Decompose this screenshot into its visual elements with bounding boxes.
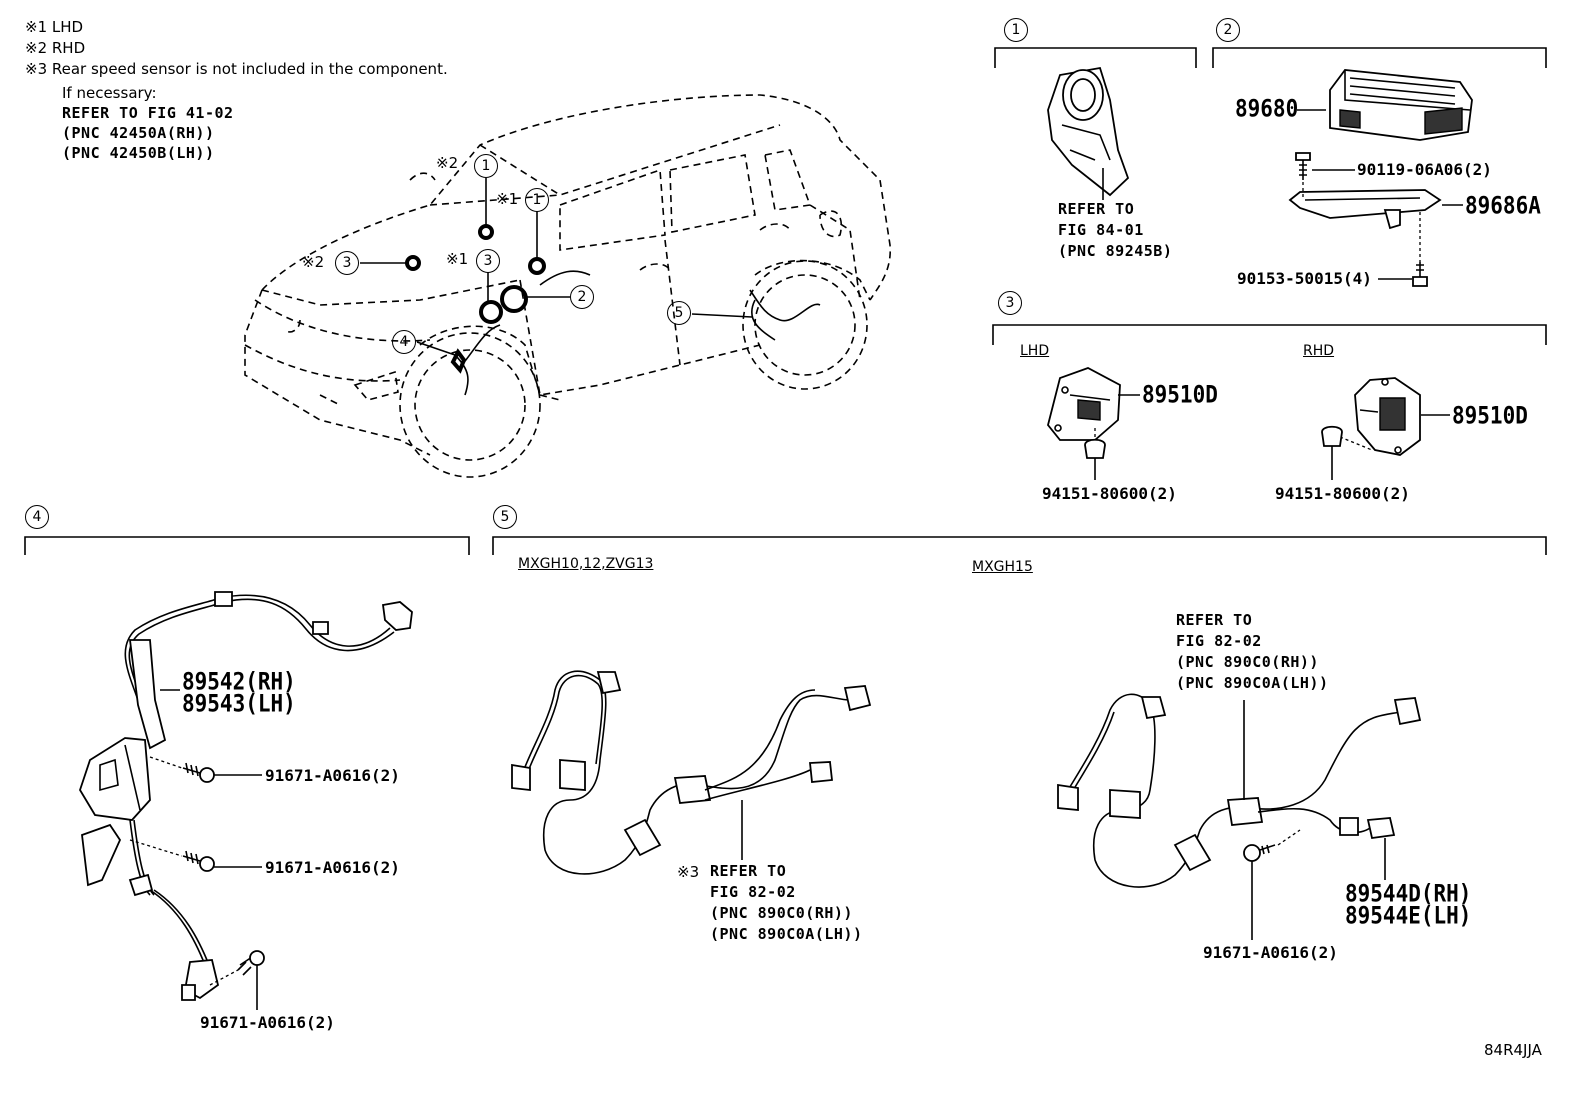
note-pnc-rh: (PNC 42450A(RH)) bbox=[62, 124, 215, 142]
mark-lhd: ※1 bbox=[496, 190, 519, 208]
panel2-ecu bbox=[1288, 69, 1473, 287]
mark-rhd-3: ※2 bbox=[302, 253, 325, 271]
p1-refer: REFER TO bbox=[1058, 200, 1135, 218]
p5a-pnc-lh: (PNC 890C0A(LH)) bbox=[710, 925, 863, 943]
p2-screw-part-number: 90153-50015(4) bbox=[1237, 269, 1372, 288]
p3-nut-rhd-part-number: 94151-80600(2) bbox=[1275, 484, 1410, 503]
p3-nut-lhd-part-number: 94151-80600(2) bbox=[1042, 484, 1177, 503]
p4-sensor-rh-part-number: 89542(RH) bbox=[182, 667, 296, 696]
callout-5: 5 bbox=[667, 301, 691, 325]
p5b-fig: FIG 82-02 bbox=[1176, 632, 1262, 650]
p2-bracket-part-number: 89686A bbox=[1465, 191, 1541, 220]
panel-brackets bbox=[24, 47, 1547, 555]
panel3-sensors bbox=[1047, 367, 1450, 480]
p1-fig: FIG 84-01 bbox=[1058, 221, 1144, 239]
panel-1-header: 1 bbox=[1004, 18, 1028, 42]
panel-2-header: 2 bbox=[1216, 18, 1240, 42]
p5-model-a-label: MXGH10,12,ZVG13 bbox=[518, 556, 654, 572]
p5b-pnc-lh: (PNC 890C0A(LH)) bbox=[1176, 674, 1329, 692]
p4-bolt-b-part-number: 91671-A0616(2) bbox=[265, 858, 400, 877]
mark-lhd-3: ※1 bbox=[446, 250, 469, 268]
note-if-necessary: If necessary: bbox=[62, 84, 157, 102]
callout-1-rhd: 1 bbox=[474, 154, 498, 178]
p4-bolt-c-part-number: 91671-A0616(2) bbox=[200, 1013, 335, 1032]
p5-mark-rear-sensor: ※3 bbox=[677, 863, 700, 881]
note-rhd: ※2 RHD bbox=[25, 39, 86, 57]
p5-sensor-rh-part-number: 89544D(RH) bbox=[1345, 879, 1472, 908]
callout-4: 4 bbox=[392, 330, 416, 354]
p3-sensor-lhd-part-number: 89510D bbox=[1142, 380, 1218, 409]
note-pnc-lh: (PNC 42450B(LH)) bbox=[62, 144, 215, 162]
p2-bolt-part-number: 90119-06A06(2) bbox=[1357, 160, 1492, 179]
vehicle-illustration bbox=[244, 94, 891, 478]
panel-4-header: 4 bbox=[25, 505, 49, 529]
callout-2: 2 bbox=[570, 285, 594, 309]
p5a-pnc-rh: (PNC 890C0(RH)) bbox=[710, 904, 853, 922]
panel5a-rear-harness bbox=[511, 670, 872, 875]
p5b-refer: REFER TO bbox=[1176, 611, 1253, 629]
panel5b-rear-harness bbox=[1057, 693, 1422, 940]
p5-model-b-label: MXGH15 bbox=[972, 559, 1033, 575]
p5a-fig: FIG 82-02 bbox=[710, 883, 796, 901]
callout-1-lhd: 1 bbox=[525, 188, 549, 212]
mark-rhd: ※2 bbox=[436, 154, 459, 172]
p3-lhd-label: LHD bbox=[1020, 343, 1050, 359]
panel4-front-sensor-harness bbox=[79, 591, 413, 1010]
p5-sensor-lh-part-number: 89544E(LH) bbox=[1345, 901, 1472, 930]
note-lhd: ※1 LHD bbox=[25, 18, 84, 36]
panel-3-header: 3 bbox=[998, 291, 1022, 315]
p5a-refer: REFER TO bbox=[710, 862, 787, 880]
p4-bolt-a-part-number: 91671-A0616(2) bbox=[265, 766, 400, 785]
p2-ecu-part-number: 89680 bbox=[1235, 94, 1299, 123]
callout-3-lhd: 3 bbox=[476, 249, 500, 273]
p1-pnc: (PNC 89245B) bbox=[1058, 242, 1173, 260]
p3-sensor-rhd-part-number: 89510D bbox=[1452, 401, 1528, 430]
p4-sensor-lh-part-number: 89543(LH) bbox=[182, 689, 296, 718]
p5-bolt-part-number: 91671-A0616(2) bbox=[1203, 943, 1338, 962]
figure-code: 84R4JJA bbox=[1484, 1041, 1542, 1059]
note-refer: REFER TO FIG 41-02 bbox=[62, 104, 234, 122]
p3-rhd-label: RHD bbox=[1303, 343, 1335, 359]
panel-5-header: 5 bbox=[493, 505, 517, 529]
callout-3-rhd: 3 bbox=[335, 251, 359, 275]
panel1-yaw-sensor bbox=[1047, 66, 1130, 200]
p5b-pnc-rh: (PNC 890C0(RH)) bbox=[1176, 653, 1319, 671]
note-rear-sensor: ※3 Rear speed sensor is not included in … bbox=[25, 60, 448, 78]
